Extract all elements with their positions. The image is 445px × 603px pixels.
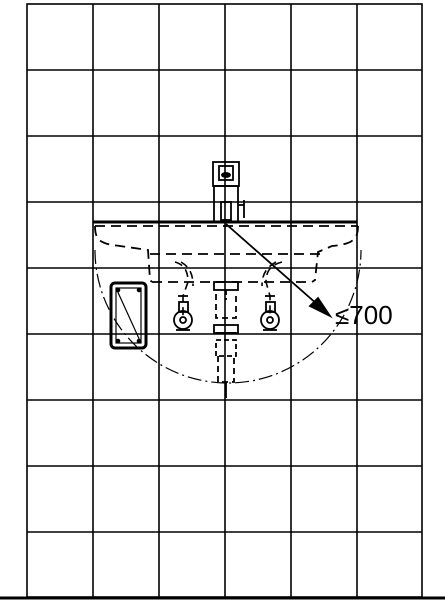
dimension-label: ≤700 (335, 300, 393, 330)
siphon (213, 281, 239, 398)
wall-box (109, 281, 148, 350)
left-angle-valve (173, 295, 193, 331)
dimension-line (225, 223, 333, 319)
right-angle-valve (260, 295, 280, 331)
tile-grid (26, 3, 423, 598)
supply-pipes (174, 261, 283, 318)
tap (212, 161, 245, 223)
clearance-arc (94, 249, 362, 384)
